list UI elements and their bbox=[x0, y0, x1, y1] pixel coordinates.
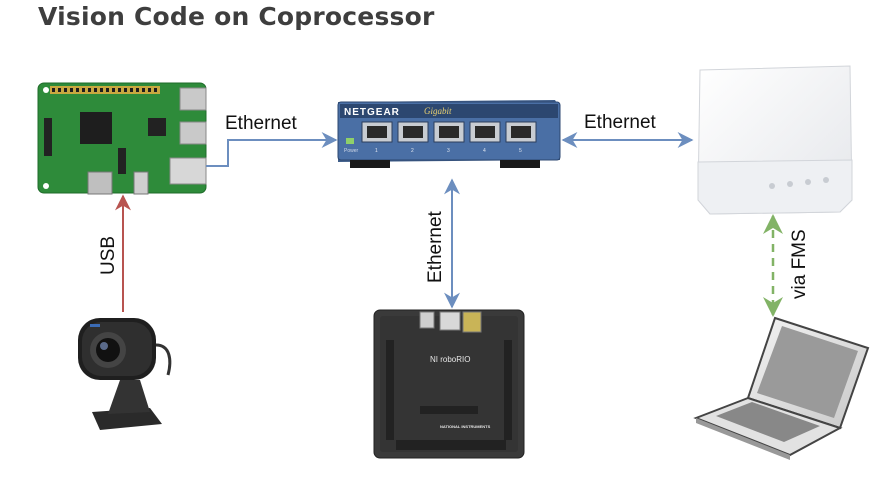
switch-port-number: 3 bbox=[447, 148, 450, 154]
switch-port-number: 4 bbox=[483, 148, 486, 154]
switch-port-socket bbox=[403, 126, 423, 138]
ethernet-label-switch-ap: Ethernet bbox=[584, 112, 657, 133]
access-point-icon bbox=[697, 65, 853, 215]
switch-port-number: 5 bbox=[519, 148, 522, 154]
laptop-icon bbox=[693, 316, 870, 460]
switch-port-number: 1 bbox=[375, 148, 378, 154]
roborio-vendor: NATIONAL INSTRUMENTS bbox=[440, 424, 491, 429]
switch-port-socket bbox=[511, 126, 531, 138]
pi-switch-ethernet-link bbox=[206, 132, 338, 167]
switch-brand: NETGEAR bbox=[344, 107, 400, 118]
switch-port-socket bbox=[439, 126, 459, 138]
ethernet-label-switch-roborio: Ethernet bbox=[425, 210, 446, 283]
network-switch-icon: NETGEAR Gigabit Power 1 2 3 4 5 bbox=[337, 100, 561, 168]
ethernet-label-pi-switch: Ethernet bbox=[225, 113, 298, 134]
usb-label: USB bbox=[98, 236, 119, 275]
webcam-icon bbox=[78, 318, 172, 430]
switch-port-socket bbox=[367, 126, 387, 138]
switch-port-socket bbox=[475, 126, 495, 138]
switch-power-label: Power bbox=[344, 148, 359, 154]
diagram-title: Vision Code on Coprocessor bbox=[38, 2, 435, 31]
raspberry-pi-icon bbox=[37, 82, 207, 195]
via-fms-label: via FMS bbox=[789, 229, 810, 299]
switch-port-number: 2 bbox=[411, 148, 414, 154]
switch-model: Gigabit bbox=[424, 106, 452, 116]
roborio-name: NI roboRIO bbox=[430, 355, 470, 364]
roborio-icon: NI roboRIO NATIONAL INSTRUMENTS bbox=[373, 309, 525, 459]
